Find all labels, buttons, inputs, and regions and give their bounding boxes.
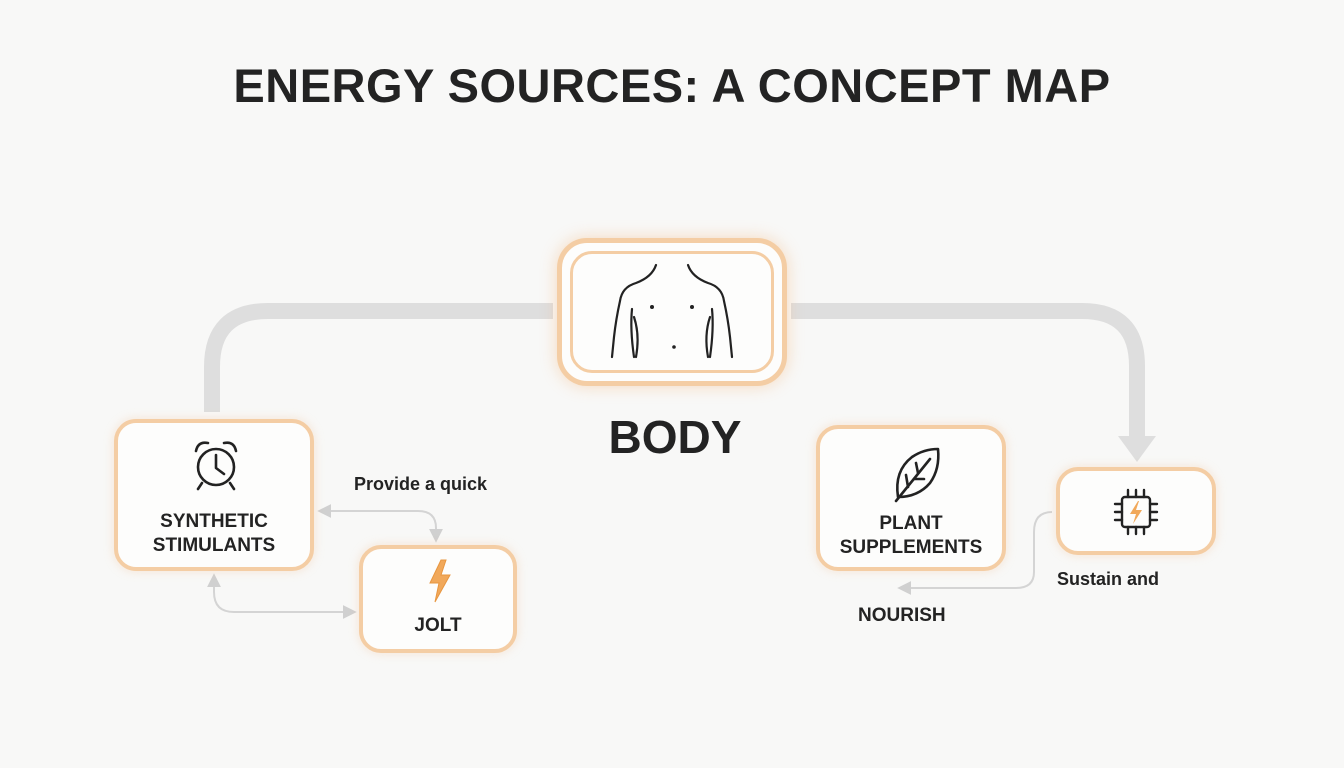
page-title: ENERGY SOURCES: A CONCEPT MAP	[233, 59, 1111, 112]
plant-supplements-node[interactable]: PLANT SUPPLEMENTS	[816, 425, 1006, 571]
connector-body-to-synthetic	[204, 303, 553, 412]
connector-body-to-chip	[791, 303, 1145, 438]
lightning-bolt-icon	[429, 559, 451, 603]
synthetic-stimulants-label-line2: STIMULANTS	[152, 535, 276, 556]
arrow-chip-to-plant	[897, 511, 1053, 595]
body-node[interactable]	[557, 238, 787, 386]
arrow-synthetic-to-jolt-top	[317, 504, 443, 543]
body-node-inner-frame	[570, 251, 774, 373]
arrowhead-to-chip	[1118, 436, 1156, 462]
edge-label-sustain: Sustain and	[1057, 569, 1160, 589]
plant-supplements-label-line2: SUPPLEMENTS	[839, 537, 983, 558]
human-torso-icon	[610, 263, 734, 359]
jolt-label: JOLT	[414, 615, 462, 636]
arrow-synthetic-to-jolt-bottom	[207, 573, 357, 619]
plant-supplements-label-line1: PLANT	[879, 513, 943, 534]
synthetic-stimulants-label-line1: SYNTHETIC	[160, 511, 268, 532]
microchip-lightning-icon	[1113, 488, 1159, 536]
synthetic-stimulants-node[interactable]: SYNTHETIC STIMULANTS	[114, 419, 314, 571]
jolt-node[interactable]: JOLT	[359, 545, 517, 653]
edge-label-nourish: NOURISH	[858, 605, 946, 626]
body-label: BODY	[608, 411, 742, 463]
alarm-clock-icon	[194, 441, 238, 491]
leaf-icon	[894, 447, 940, 503]
chip-node[interactable]	[1056, 467, 1216, 555]
edge-label-provide: Provide a quick	[354, 474, 488, 494]
